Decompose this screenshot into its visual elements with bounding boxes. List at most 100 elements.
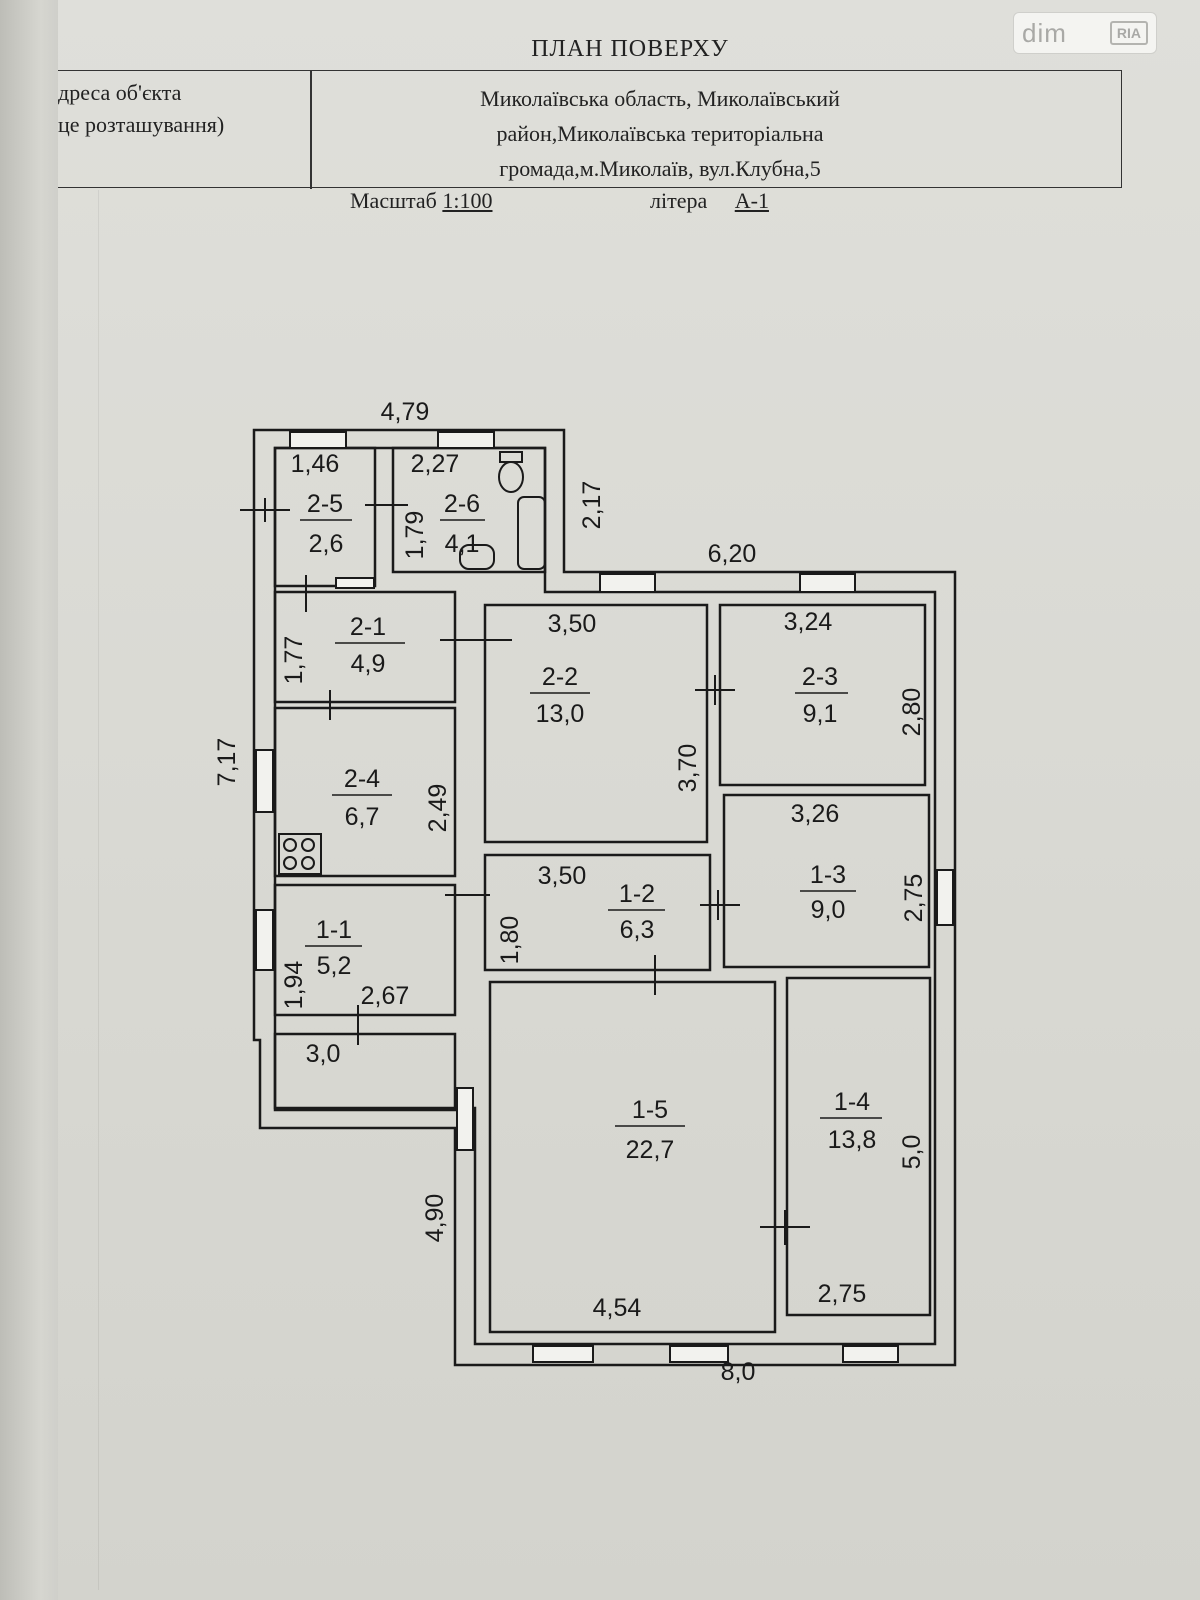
room-outline-2-3 bbox=[718, 603, 927, 787]
scale-label: Масштаб bbox=[350, 188, 437, 213]
address-value-line-1: Миколаївська область, Миколаївський bbox=[480, 86, 840, 111]
stove-icon bbox=[278, 833, 322, 875]
address-value-line-3: громада,м.Миколаїв, вул.Клубна,5 bbox=[499, 156, 821, 181]
room-2-6-area: 4,1 bbox=[445, 530, 480, 558]
toilet-icon bbox=[498, 461, 524, 493]
room-outline-2-1 bbox=[273, 590, 457, 704]
room-1-2-id: 1-2 bbox=[619, 880, 655, 908]
room-outline-1-5 bbox=[488, 980, 777, 1334]
room-2-2-area: 13,0 bbox=[536, 700, 585, 728]
window-left-1 bbox=[255, 749, 274, 813]
room-1-1-id: 1-1 bbox=[316, 916, 352, 944]
window-right-1 bbox=[936, 869, 954, 926]
dim-left-bottom: 4,90 bbox=[421, 1194, 449, 1243]
room-outline-1-2 bbox=[483, 853, 712, 972]
room-2-4-id: 2-4 bbox=[344, 765, 380, 793]
room-2-3-area: 9,1 bbox=[803, 700, 838, 728]
window-left-2 bbox=[255, 909, 274, 971]
window-bottom-2 bbox=[669, 1345, 729, 1363]
address-table: дреса об'єкта це розташування) Миколаївс… bbox=[58, 70, 1122, 189]
litera-label: літера bbox=[650, 188, 708, 213]
stove-burner-3 bbox=[283, 856, 297, 870]
dim-1-3-width: 3,26 bbox=[791, 800, 840, 828]
dim-top-overall: 4,79 bbox=[381, 398, 430, 426]
room-1-5-id: 1-5 bbox=[632, 1096, 668, 1124]
dim-2-4-height: 2,49 bbox=[424, 784, 452, 833]
dim-2-5-width: 1,46 bbox=[291, 450, 340, 478]
dimension-labels: 4,79 6,20 2,17 7,17 8,0 4,90 1,46 2,27 1… bbox=[213, 398, 928, 1386]
address-label-line-2: це розташування) bbox=[58, 112, 225, 137]
room-1-3-area: 9,0 bbox=[811, 896, 846, 924]
window-top-1 bbox=[289, 431, 347, 449]
window-bottom-1 bbox=[532, 1345, 594, 1363]
dim-2-2-height: 3,70 bbox=[674, 744, 702, 793]
room-1-3-id: 1-3 bbox=[810, 861, 846, 889]
address-value-line-2: район,Миколаївська територіальна bbox=[496, 121, 824, 146]
room-2-3-id: 2-3 bbox=[802, 663, 838, 691]
dim-1-3-height: 2,75 bbox=[900, 874, 928, 923]
window-left-3 bbox=[456, 1087, 474, 1151]
room-labels: 2-5 2,6 2-6 4,1 2-1 4,9 2-2 13,0 2-3 9,1… bbox=[300, 490, 882, 1164]
stove-burner-1 bbox=[283, 838, 297, 852]
watermark-logo: dim RIA bbox=[1013, 12, 1157, 54]
room-1-2-area: 6,3 bbox=[620, 916, 655, 944]
dim-top-right: 6,20 bbox=[708, 540, 757, 568]
room-2-5-area: 2,6 bbox=[309, 530, 344, 558]
window-bottom-3 bbox=[842, 1345, 899, 1363]
room-outline-2-4 bbox=[273, 706, 457, 878]
dim-left-overall: 7,17 bbox=[213, 738, 241, 787]
outer-wall-outline bbox=[252, 428, 957, 1367]
stove-body bbox=[278, 833, 322, 875]
bathtub-icon bbox=[517, 496, 546, 570]
watermark-dim: dim bbox=[1022, 17, 1067, 48]
bathroom-fixtures bbox=[459, 451, 546, 570]
dim-porch-width: 3,0 bbox=[306, 1040, 341, 1068]
windows bbox=[255, 431, 954, 1363]
dim-1-4-width: 2,75 bbox=[818, 1280, 867, 1308]
scale-line: Масштаб 1:100 bbox=[350, 188, 493, 214]
address-value: Миколаївська область, Миколаївський райо… bbox=[320, 81, 1000, 186]
room-outline-1-4 bbox=[785, 976, 932, 1317]
room-1-1-area: 5,2 bbox=[317, 952, 352, 980]
dim-1-4-height: 5,0 bbox=[898, 1135, 926, 1170]
dim-2-6-height: 1,79 bbox=[401, 511, 429, 560]
dim-2-6-width: 2,27 bbox=[411, 450, 460, 478]
dim-2-1-height: 1,77 bbox=[280, 636, 308, 685]
dim-2-6-right: 2,17 bbox=[578, 481, 606, 530]
room-outlines bbox=[273, 446, 932, 1334]
room-2-4-area: 6,7 bbox=[345, 803, 380, 831]
dim-1-1-height: 1,94 bbox=[280, 961, 308, 1010]
room-1-4-id: 1-4 bbox=[834, 1088, 870, 1116]
outer-walls bbox=[252, 428, 957, 1367]
scale-value: 1:100 bbox=[442, 188, 493, 213]
room-2-1-id: 2-1 bbox=[350, 613, 386, 641]
room-2-5-id: 2-5 bbox=[307, 490, 343, 518]
sink-icon bbox=[459, 544, 495, 570]
watermark-ria: RIA bbox=[1109, 21, 1148, 45]
room-2-1-area: 4,9 bbox=[351, 650, 386, 678]
room-2-2-id: 2-2 bbox=[542, 663, 578, 691]
stove-burner-2 bbox=[301, 838, 315, 852]
room-outline-1-1 bbox=[273, 883, 457, 1017]
window-top-4 bbox=[799, 573, 856, 593]
dim-1-2-width: 3,50 bbox=[538, 862, 587, 890]
window-top-3 bbox=[599, 573, 656, 593]
door-marks bbox=[240, 498, 810, 1245]
dim-2-2-width: 3,50 bbox=[548, 610, 597, 638]
address-label: дреса об'єкта це розташування) bbox=[58, 77, 308, 141]
document-title: ПЛАН ПОВЕРХУ bbox=[531, 36, 729, 62]
window-inner-2-5 bbox=[335, 577, 375, 589]
window-top-2 bbox=[437, 431, 495, 449]
dim-1-1-width: 2,67 bbox=[361, 982, 410, 1010]
address-label-line-1: дреса об'єкта bbox=[58, 80, 182, 105]
litera-value: А-1 bbox=[734, 188, 769, 213]
dim-1-2-height: 1,80 bbox=[496, 916, 524, 965]
dim-2-3-width: 3,24 bbox=[784, 608, 833, 636]
room-2-6-id: 2-6 bbox=[444, 490, 480, 518]
address-table-divider bbox=[310, 71, 312, 189]
room-outline-2-2 bbox=[483, 603, 709, 844]
room-outline-porch bbox=[273, 1032, 457, 1112]
room-outline-1-3 bbox=[722, 793, 931, 969]
dim-bottom-overall: 8,0 bbox=[721, 1358, 756, 1386]
